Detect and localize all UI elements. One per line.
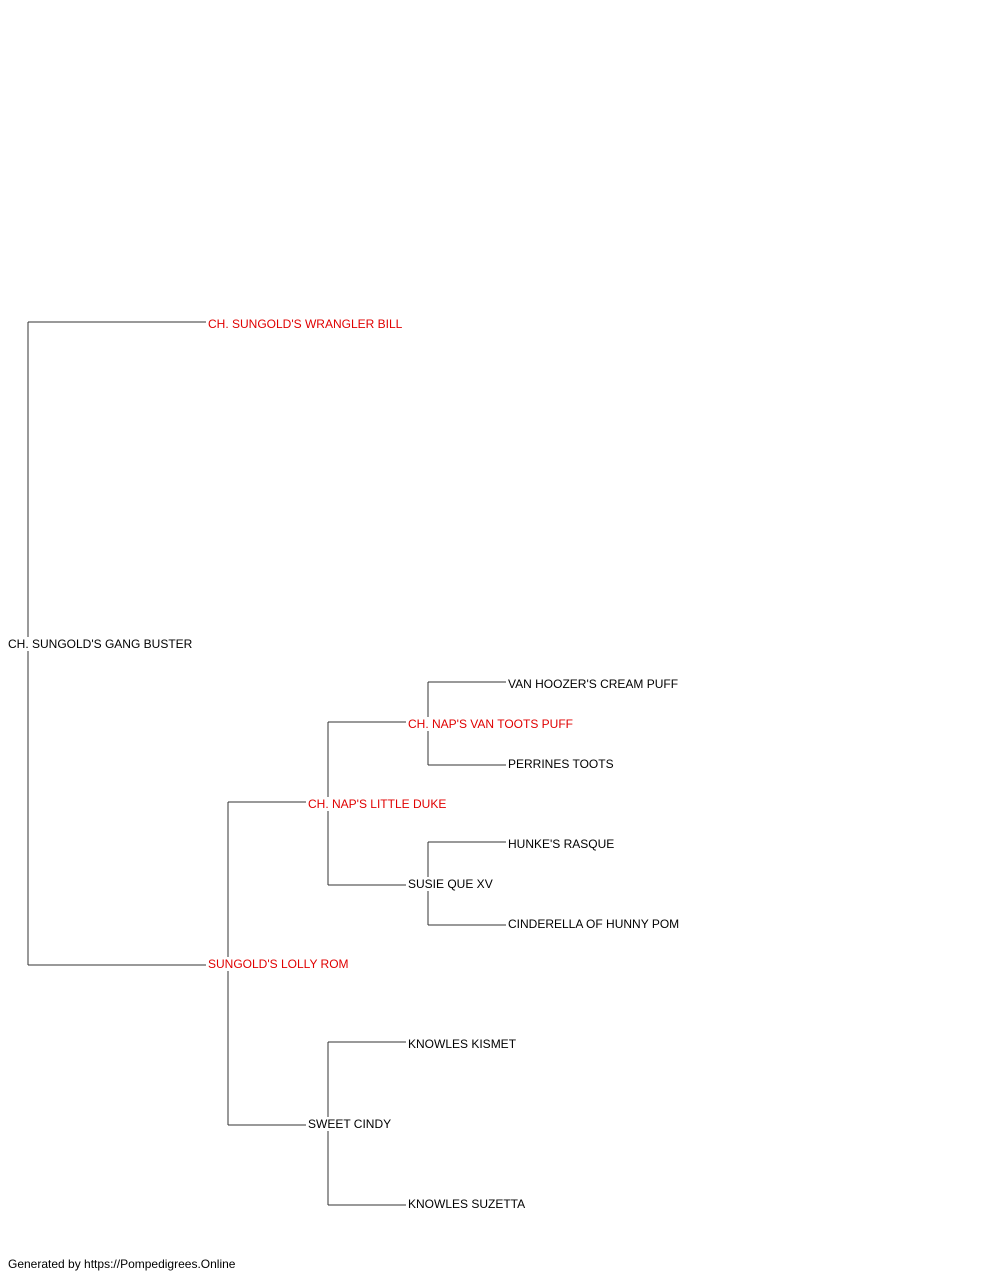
dam-sire-dam-dam-name[interactable]: CINDERELLA OF HUNNY POM [508, 917, 682, 931]
sire-name[interactable]: CH. SUNGOLD'S WRANGLER BILL [208, 317, 405, 331]
dam-dam-sire-name[interactable]: KNOWLES KISMET [408, 1037, 519, 1051]
dam-sire-sire-dam-name[interactable]: PERRINES TOOTS [508, 757, 616, 771]
dam-sire-dam-sire-name[interactable]: HUNKE'S RASQUE [508, 837, 617, 851]
subject-dog-name[interactable]: CH. SUNGOLD'S GANG BUSTER [8, 637, 195, 651]
dam-sire-sire-name[interactable]: CH. NAP'S VAN TOOTS PUFF [408, 717, 575, 731]
dam-sire-sire-sire-name[interactable]: VAN HOOZER'S CREAM PUFF [508, 677, 681, 691]
dam-name[interactable]: SUNGOLD'S LOLLY ROM [208, 957, 351, 971]
dam-dam-name[interactable]: SWEET CINDY [308, 1117, 394, 1131]
dam-dam-dam-name[interactable]: KNOWLES SUZETTA [408, 1197, 528, 1211]
dam-sire-dam-name[interactable]: SUSIE QUE XV [408, 877, 495, 891]
dam-sire-name[interactable]: CH. NAP'S LITTLE DUKE [308, 797, 449, 811]
generated-by-footer: Generated by https://Pompedigrees.Online [8, 1257, 236, 1271]
